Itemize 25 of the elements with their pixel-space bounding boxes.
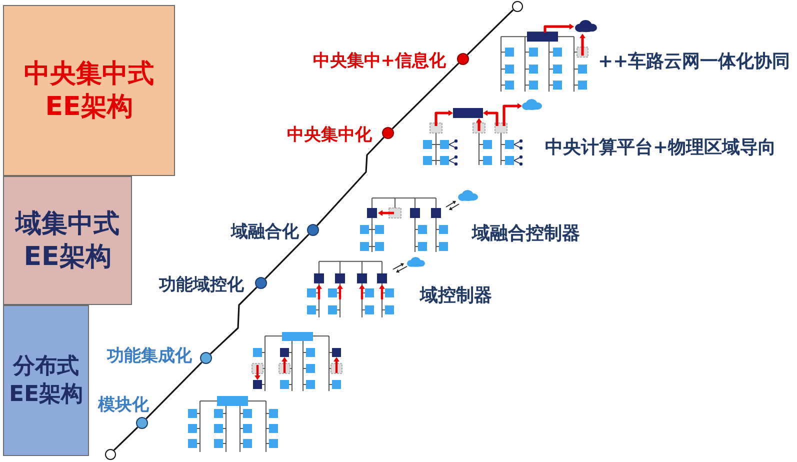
architecture-tier-panel [3,305,89,456]
milestone-dot [512,0,522,12]
timeline-line [113,426,138,451]
stage-label: 域融合化 [231,222,299,242]
architecture-label: 域控制器 [420,285,492,307]
timeline-line [210,286,258,354]
timeline-line [264,234,310,280]
stage-label: 模块化 [98,395,149,416]
timeline-line [146,362,202,420]
architecture-tier-panel [3,176,132,305]
timeline-line [316,136,384,226]
architecture-label: ++车路云网一体化协同 [598,51,790,73]
timeline-line [466,9,514,56]
stage-label: 中央集中化 [287,125,372,146]
stage-label: 中央集中+信息化 [312,51,446,72]
stage-label: 功能域控化 [159,275,244,296]
architecture-tier-panel [3,5,175,176]
tier-title: 分布式EE架构 [8,353,84,408]
milestone-dot [104,448,116,460]
architecture-label: 域融合控制器 [472,223,580,245]
tier-title: 域集中式EE架构 [14,208,120,273]
architecture-label: 中央计算平台+物理区域导向 [545,137,776,159]
stage-label: 功能集成化 [107,346,192,366]
tier-title: 中央集中式EE架构 [23,58,155,123]
timeline-line [392,62,460,130]
